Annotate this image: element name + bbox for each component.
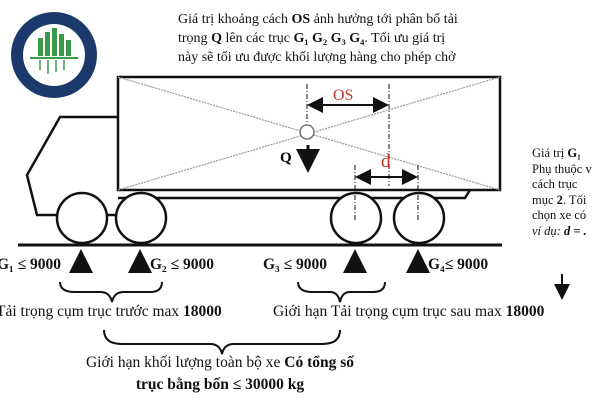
rear-group-brace (297, 281, 386, 303)
axle-label-g3: G₃ ≤ 9000 (263, 256, 327, 273)
truck-cab (25, 115, 118, 217)
axle-label-g1: G₁ ≤ 9000 (0, 256, 61, 273)
axle-label-g4: G₄≤ 9000 (428, 256, 489, 273)
rear-group-label: Giới hạn Tải trọng cụm trục sau max 1800… (273, 303, 545, 320)
os-label: OS (333, 87, 353, 104)
front-group-label: Tải trọng cụm trục trước max 18000 (0, 303, 222, 320)
side-note: Giá trị G₁ Phụ thuộc v cách trục mục 2. … (532, 146, 592, 238)
total-brace (103, 329, 341, 355)
axle-label-g2: G₂ ≤ 9000 (150, 256, 214, 273)
d-label: d (381, 151, 391, 172)
q-label: Q (280, 150, 292, 166)
top-note: Giá trị khoảng cách OS ảnh hưởng tới phâ… (178, 12, 458, 65)
total-weight-label: Giới hạn khối lượng toàn bộ xe Có tổng s… (85, 354, 355, 393)
logo (11, 12, 97, 98)
center-of-load-marker (299, 124, 315, 140)
front-group-brace (59, 281, 163, 303)
wheels (55, 191, 446, 245)
